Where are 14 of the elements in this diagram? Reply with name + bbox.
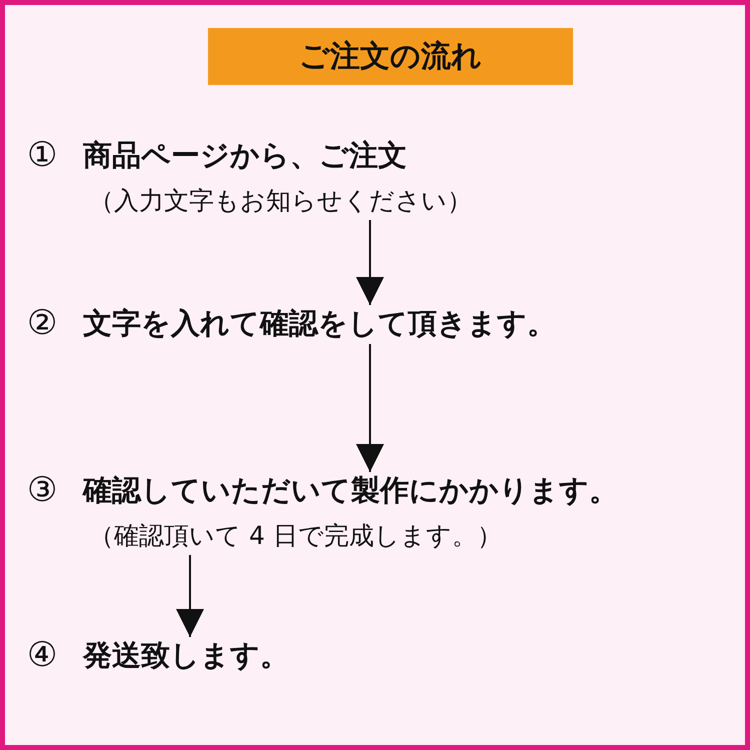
- down-arrow: [356, 344, 384, 472]
- step-number: ③: [27, 472, 58, 508]
- step-note: （入力文字もお知らせください）: [89, 185, 472, 217]
- down-arrow: [356, 220, 384, 305]
- step-number: ④: [27, 637, 58, 673]
- step-note: （確認頂いて 4 日で完成します。）: [89, 520, 502, 552]
- step-text: 確認していただいて製作にかかります。: [83, 472, 618, 508]
- step-text: 商品ページから、ご注文: [83, 137, 407, 173]
- step-number: ①: [27, 137, 58, 173]
- step-number: ②: [27, 305, 58, 341]
- step-text: 文字を入れて確認をして頂きます。: [83, 305, 556, 341]
- title-banner: ご注文の流れ: [208, 28, 573, 85]
- down-arrow: [176, 555, 204, 637]
- step-text: 発送致します。: [83, 637, 289, 673]
